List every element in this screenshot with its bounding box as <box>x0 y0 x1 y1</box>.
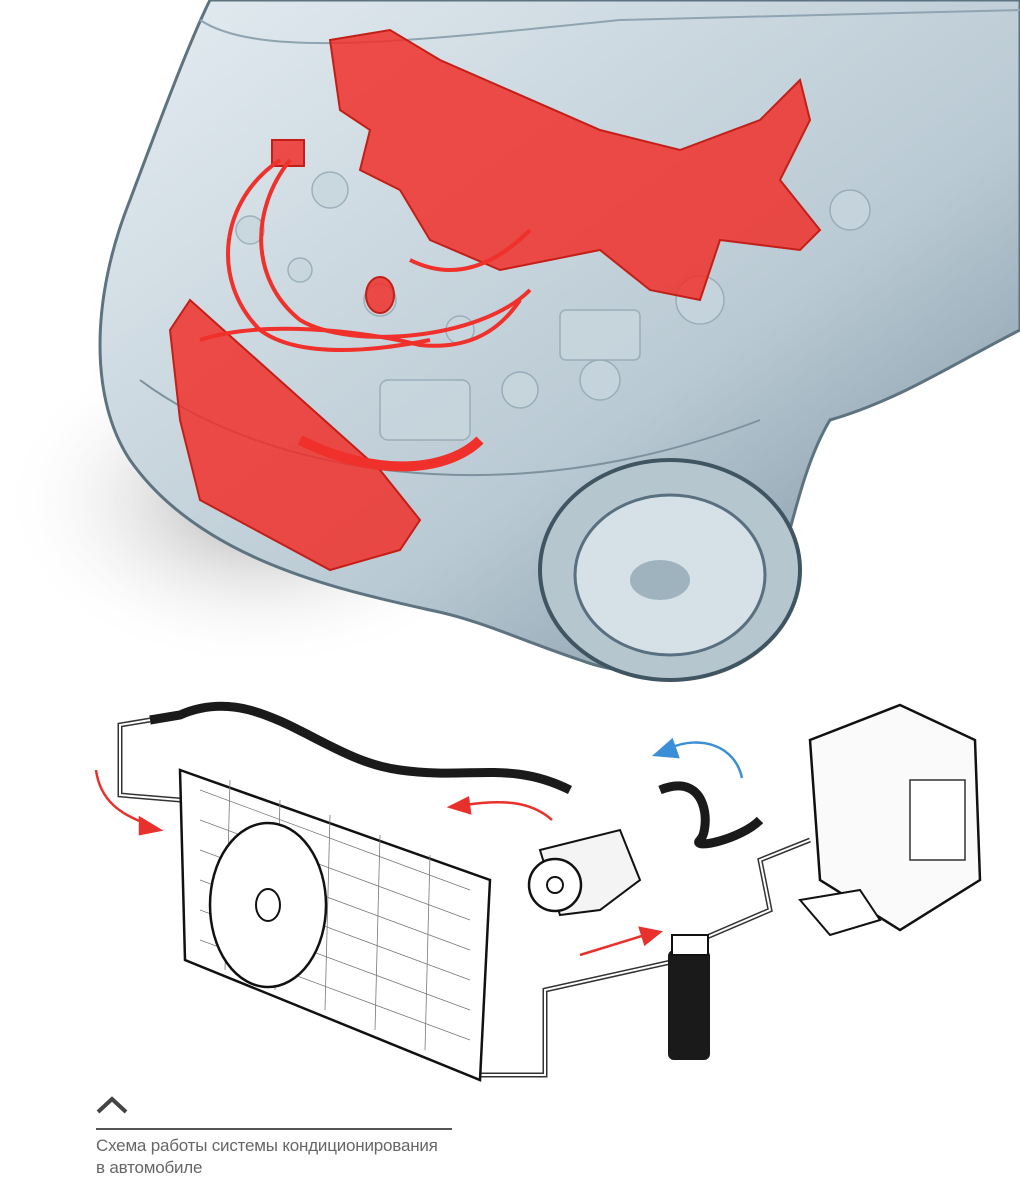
caption-line-1: Схема работы системы кондиционирования <box>96 1136 438 1155</box>
flow-arrows <box>94 737 744 957</box>
caption-divider <box>96 1128 452 1130</box>
receiver-drier-schematic <box>668 934 710 1060</box>
flow-arrow-red <box>464 801 553 821</box>
evaporator-box <box>798 703 982 937</box>
collapse-chevron-up-icon[interactable] <box>95 1094 129 1116</box>
evaporator-housing <box>328 28 822 302</box>
schematic <box>94 701 982 1082</box>
caption-line-2: в автомобиле <box>96 1158 203 1177</box>
suction-hose <box>658 781 764 849</box>
flow-arrow-blue <box>669 741 744 779</box>
discharge-hose <box>149 701 573 795</box>
ac-components-highlight <box>168 28 822 572</box>
ac-lines <box>199 158 532 472</box>
condenser-unit <box>178 768 492 1082</box>
figure-caption: Схема работы системы кондиционирования в… <box>96 1135 476 1179</box>
compressor <box>527 828 642 917</box>
flow-arrow-red <box>579 933 646 957</box>
condenser <box>168 298 422 572</box>
receiver-drier <box>365 276 395 314</box>
ac-system-illustration <box>0 0 1020 1082</box>
